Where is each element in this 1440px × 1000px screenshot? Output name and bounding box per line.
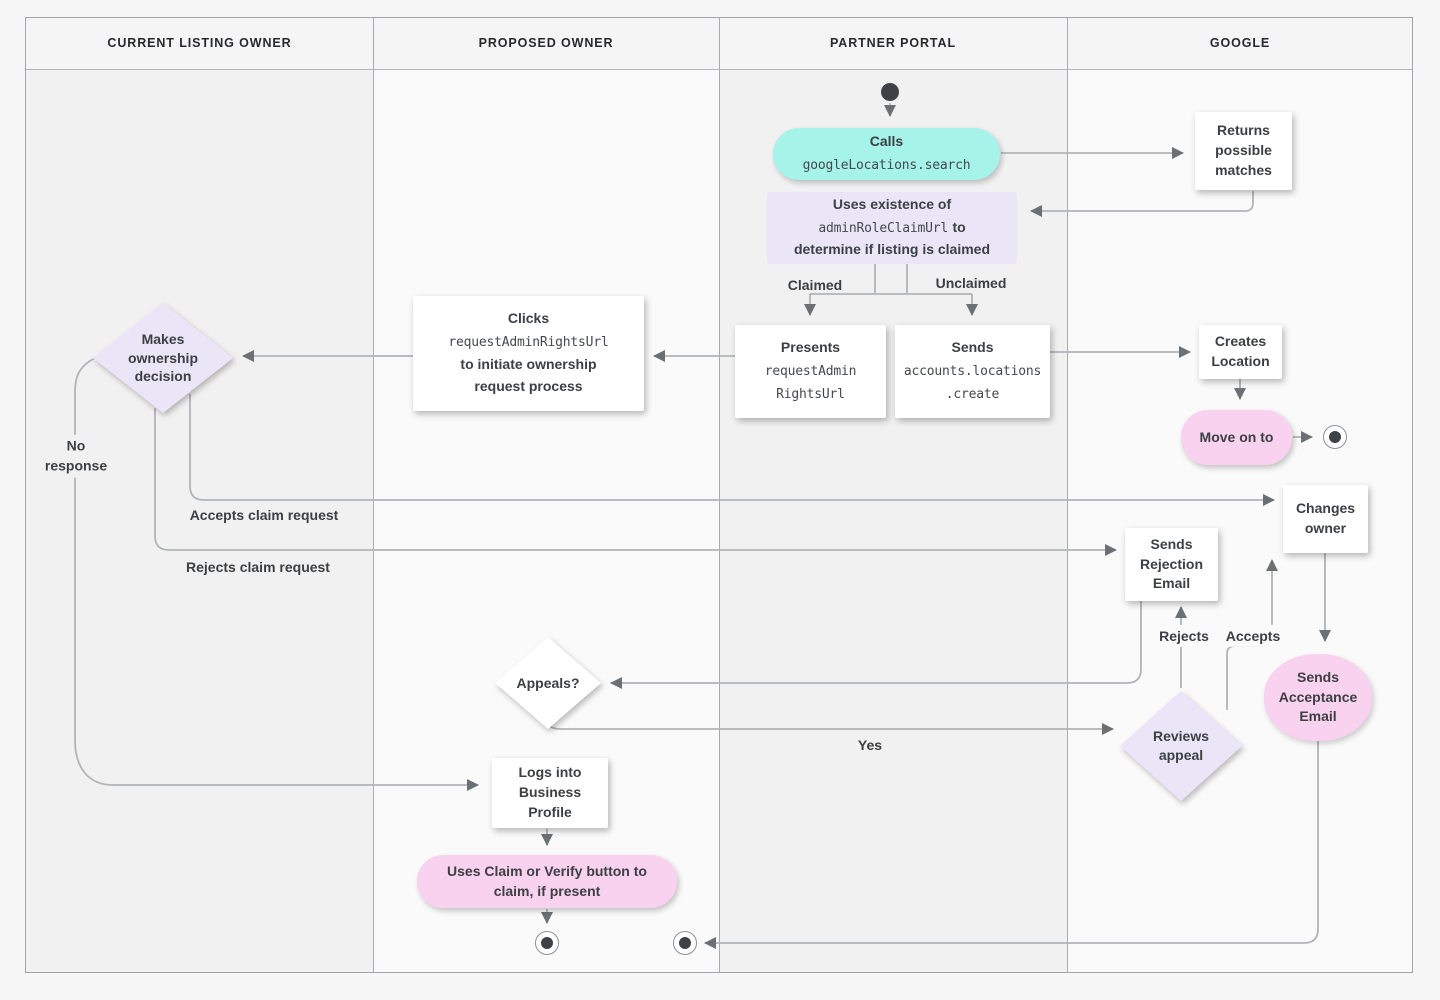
- lane-header-google: GOOGLE: [1067, 17, 1413, 70]
- edge-label-claimed: Claimed: [787, 276, 843, 293]
- node-move-on-to: Move on to: [1181, 410, 1292, 465]
- end-node-transfer: [673, 931, 697, 955]
- lane-header-partner-portal: PARTNER PORTAL: [719, 17, 1067, 70]
- node-text: Move on to: [1199, 428, 1274, 445]
- node-text: Changes owner: [1295, 500, 1356, 536]
- lane-divider: [1067, 17, 1068, 973]
- node-text: Reviews appeal: [1152, 728, 1210, 763]
- edge-label-unclaimed: Unclaimed: [935, 274, 1007, 291]
- node-text: Sends Rejection Email: [1139, 535, 1203, 592]
- lane-divider: [373, 17, 374, 973]
- node-text: to: [952, 218, 966, 235]
- node-uses-existence-admin-role-claim-url: Uses existence of adminRoleClaimUrl to d…: [767, 192, 1017, 264]
- end-node-create: [1323, 425, 1347, 449]
- lane-title: PARTNER PORTAL: [829, 36, 957, 50]
- node-title: Presents: [780, 339, 841, 356]
- node-clicks-request-admin-rights-url: Clicks requestAdminRightsUrl to initiate…: [413, 296, 644, 411]
- edge-label-accepts-claim-request: Accepts claim request: [189, 506, 339, 523]
- edge-label-no-response: No response: [39, 434, 113, 478]
- edge-label-rejects: Rejects: [1154, 624, 1214, 648]
- node-calls-google-locations-search: Calls googleLocations.search: [773, 128, 1000, 180]
- end-node-core: [541, 937, 553, 949]
- node-returns-possible-matches: Returns possible matches: [1195, 112, 1292, 190]
- node-text: determine if listing is claimed: [793, 241, 991, 258]
- node-title: Sends: [951, 339, 994, 356]
- node-text: Makes ownership decision: [127, 330, 198, 385]
- node-presents-request-admin-rights-url: Presents requestAdmin RightsUrl: [735, 325, 886, 418]
- node-reviews-appeal: Reviews appeal: [1120, 691, 1242, 801]
- node-text: Creates Location: [1211, 333, 1270, 369]
- node-title: Calls: [869, 133, 904, 150]
- node-code: adminRoleClaimUrl: [818, 220, 948, 236]
- node-text: Logs into Business Profile: [518, 764, 582, 820]
- lane-proposed-owner: [373, 17, 719, 973]
- node-uses-claim-or-verify-button: Uses Claim or Verify button to claim, if…: [417, 855, 677, 908]
- node-code: requestAdmin RightsUrl: [764, 364, 857, 402]
- node-text: Appeals?: [516, 674, 580, 691]
- node-appeals-decision: Appeals?: [495, 637, 601, 729]
- node-code: requestAdminRightsUrl: [448, 334, 609, 350]
- end-node-claim: [535, 931, 559, 955]
- node-sends-rejection-email: Sends Rejection Email: [1125, 528, 1218, 601]
- node-text: Returns possible matches: [1215, 122, 1272, 178]
- node-text: to initiate ownership request process: [460, 355, 597, 395]
- end-node-core: [679, 937, 691, 949]
- node-makes-ownership-decision: Makes ownership decision: [93, 303, 233, 413]
- lane-header-proposed-owner: PROPOSED OWNER: [373, 17, 719, 70]
- node-code: googleLocations.search: [802, 158, 971, 173]
- lane-divider: [719, 17, 720, 973]
- lane-current-listing-owner: [26, 17, 373, 973]
- node-changes-owner: Changes owner: [1283, 485, 1368, 553]
- edge-label-accepts: Accepts: [1220, 624, 1286, 648]
- lane-title: GOOGLE: [1209, 36, 1271, 50]
- edge-label-yes: Yes: [852, 733, 888, 757]
- edge-label-rejects-claim-request: Rejects claim request: [186, 558, 330, 575]
- node-creates-location: Creates Location: [1199, 325, 1282, 379]
- lane-header-current-listing-owner: CURRENT LISTING OWNER: [26, 17, 373, 70]
- start-node: [881, 83, 899, 101]
- node-sends-accounts-locations-create: Sends accounts.locations .create: [895, 325, 1050, 418]
- node-text: Uses Claim or Verify button to claim, if…: [447, 862, 647, 899]
- node-code: accounts.locations .create: [903, 364, 1042, 402]
- lane-title: CURRENT LISTING OWNER: [107, 36, 292, 50]
- node-text: Uses existence of: [832, 195, 952, 212]
- node-logs-into-business-profile: Logs into Business Profile: [492, 758, 608, 828]
- node-sends-acceptance-email: Sends Acceptance Email: [1264, 654, 1372, 741]
- node-text: Sends Acceptance Email: [1278, 668, 1358, 725]
- node-text: Clicks: [507, 310, 550, 327]
- lane-title: PROPOSED OWNER: [478, 36, 614, 50]
- end-node-core: [1329, 431, 1341, 443]
